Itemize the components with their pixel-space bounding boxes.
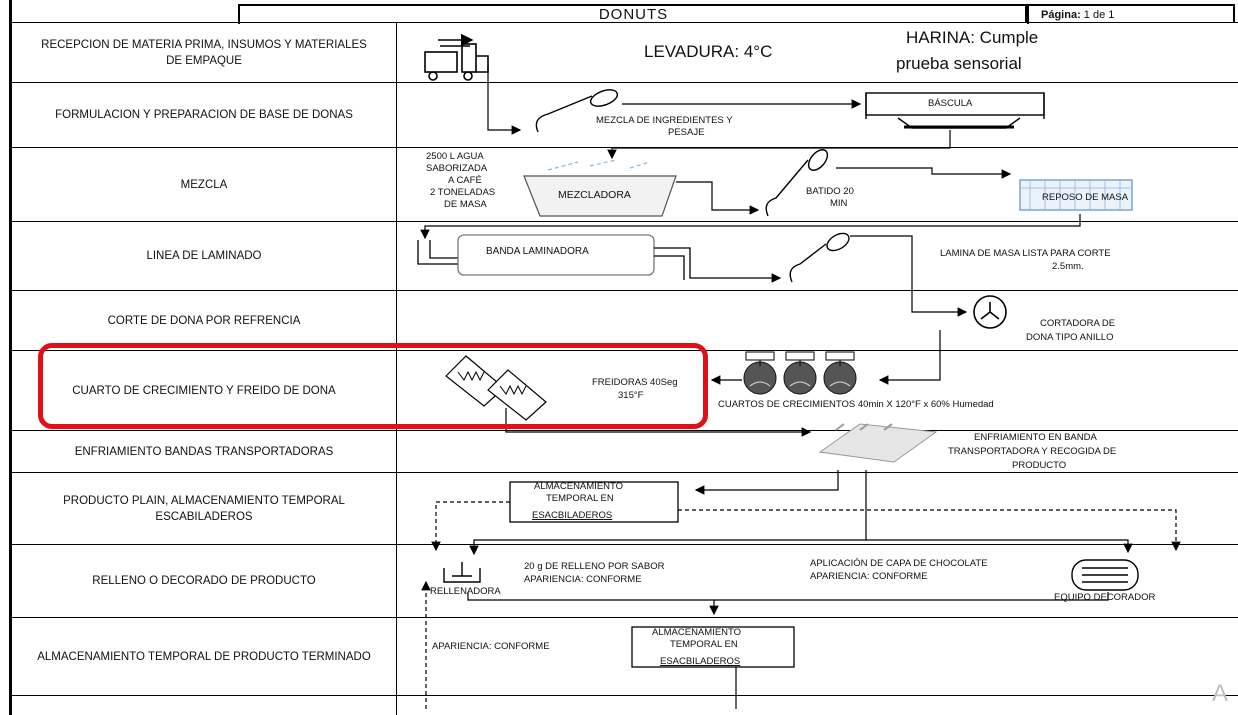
page-label: Página: (1041, 9, 1081, 21)
process-step-label: FORMULACION Y PREPARACION DE BASE DE DON… (9, 83, 397, 147)
process-row: MEZCLA (9, 147, 1238, 221)
process-step-label (9, 696, 397, 715)
appearance-label: APARIENCIA: CONFORME (432, 641, 550, 652)
beating-label-line1: BATIDO 20 (806, 186, 854, 197)
water-label-line4: 2 TONELADAS (430, 187, 495, 198)
dough-sheet-label-line1: LAMINA DE MASA LISTA PARA CORTE (940, 248, 1111, 259)
mixing-weighing-label-line2: PESAJE (668, 127, 704, 138)
cutter-label-line1: CORTADORA DE (1040, 318, 1115, 329)
filler-label: RELLENADORA (430, 586, 501, 597)
document-header: DONUTS Página: 1 de 1 (238, 0, 1238, 22)
process-row: PRODUCTO PLAIN, ALMACENAMIENTO TEMPORAL … (9, 472, 1238, 544)
water-label-line5: DE MASA (444, 199, 487, 210)
chocolate-label-line2: APARIENCIA: CONFORME (810, 571, 928, 582)
process-step-label: PRODUCTO PLAIN, ALMACENAMIENTO TEMPORAL … (9, 473, 397, 544)
process-step-label: RELLENO O DECORADO DE PRODUCTO (9, 545, 397, 617)
highlight-frame (38, 343, 708, 429)
process-step-label: ENFRIAMIENTO BANDAS TRANSPORTADORAS (9, 431, 397, 472)
mixing-weighing-label-line1: MEZCLA DE INGREDIENTES Y (596, 115, 733, 126)
process-step-label: RECEPCION DE MATERIA PRIMA, INSUMOS Y MA… (9, 23, 397, 82)
storage2-label-line3: ESACBILADEROS (660, 656, 740, 667)
header-left-border (9, 0, 12, 22)
yeast-temperature-label: LEVADURA: 4°C (644, 42, 772, 62)
water-label-line1: 2500 L AGUA (426, 151, 484, 162)
filling-label-line2: APARIENCIA: CONFORME (524, 574, 642, 585)
cooling-label-line1: ENFRIAMIENTO EN BANDA (974, 432, 1097, 443)
process-row: ALMACENAMIENTO TEMPORAL DE PRODUCTO TERM… (9, 617, 1238, 695)
process-step-label: ALMACENAMIENTO TEMPORAL DE PRODUCTO TERM… (9, 618, 397, 695)
process-step-label: LINEA DE LAMINADO (9, 222, 397, 290)
mixer-label: MEZCLADORA (558, 190, 631, 201)
laminator-band-label: BANDA LAMINADORA (486, 246, 589, 257)
cutter-label-line2: DONA TIPO ANILLO (1026, 332, 1113, 343)
proofing-label: CUARTOS DE CRECIMIENTOS 40min X 120°F x … (718, 399, 994, 410)
flour-label-line2: prueba sensorial (896, 54, 1022, 74)
filling-label-line1: 20 g DE RELLENO POR SABOR (524, 561, 664, 572)
cooling-label-line2: TRANSPORTADORA Y RECOGIDA DE (948, 446, 1116, 457)
watermark-text: A (1212, 680, 1228, 708)
process-step-label: MEZCLA (9, 148, 397, 221)
beating-label-line2: MIN (830, 198, 847, 209)
process-row (9, 695, 1238, 715)
water-label-line2: SABORIZADA (426, 163, 487, 174)
process-step-label: CORTE DE DONA POR REFRENCIA (9, 291, 397, 350)
process-row: RECEPCION DE MATERIA PRIMA, INSUMOS Y MA… (9, 22, 1238, 82)
storage2-label-line1: ALMACENAMIENTO (652, 627, 741, 638)
cooling-label-line3: PRODUCTO (1012, 460, 1066, 471)
storage2-label-line2: TEMPORAL EN (670, 639, 738, 650)
chocolate-label-line1: APLICACIÓN DE CAPA DE CHOCOLATE (810, 558, 988, 569)
page-value: 1 de 1 (1084, 9, 1115, 21)
flour-label-line1: HARINA: Cumple (906, 28, 1038, 48)
dough-rest-label: REPOSO DE MASA (1042, 192, 1128, 203)
decorator-label: EQUIPO DECORADOR (1054, 592, 1155, 603)
document-title: DONUTS (238, 4, 1029, 24)
storage1-label-line2: TEMPORAL EN (546, 493, 614, 504)
page-indicator: Página: 1 de 1 (1025, 4, 1235, 22)
scale-label: BÁSCULA (928, 98, 972, 109)
water-label-line3: A CAFÉ (448, 175, 482, 186)
dough-sheet-label-line2: 2.5mm. (1052, 261, 1084, 272)
storage1-label-line3: ESACBILADEROS (532, 510, 612, 521)
storage1-label-line1: ALMACENAMIENTO (534, 481, 623, 492)
